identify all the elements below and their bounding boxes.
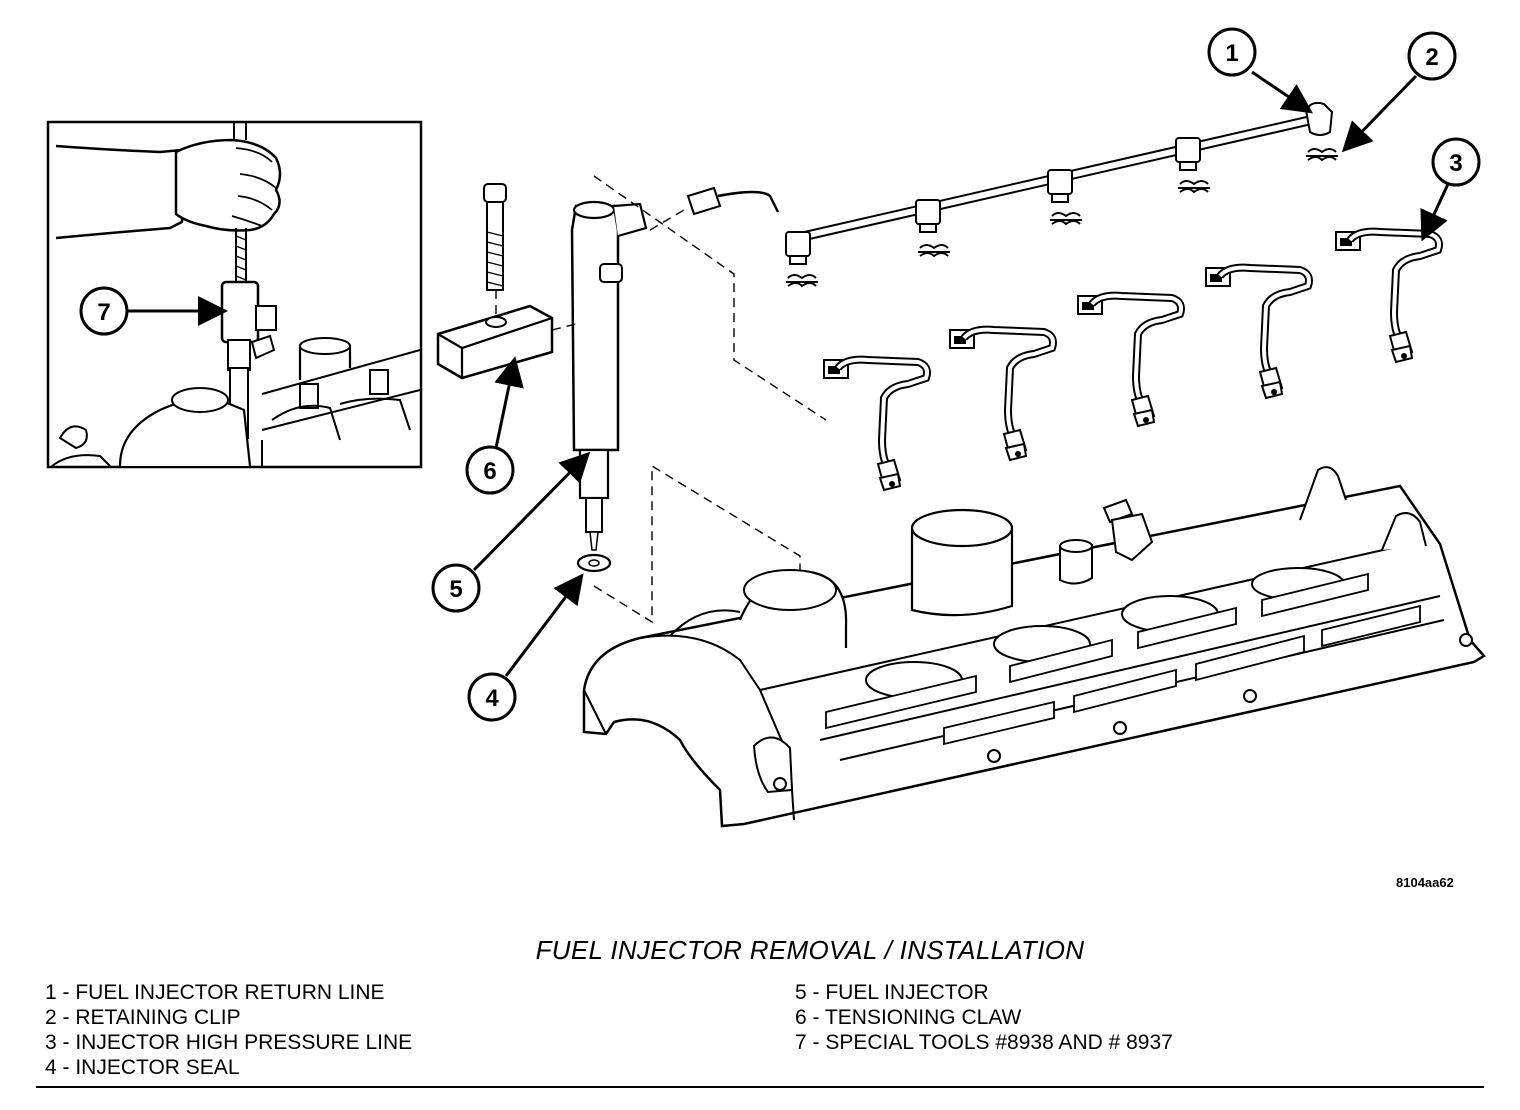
figure-title: FUEL INJECTOR REMOVAL / INSTALLATION [535, 935, 1085, 965]
callout-5-label: 5 [449, 576, 462, 603]
legend-item: 2 - RETAINING CLIP [45, 1006, 241, 1029]
fuel-injector [570, 200, 648, 573]
callout-2: 2 [1341, 31, 1457, 153]
callout-2-label: 2 [1425, 44, 1438, 71]
callout-1-label: 1 [1225, 40, 1238, 67]
legend-item: 3 - INJECTOR HIGH PRESSURE LINE [45, 1031, 413, 1054]
callout-1: 1 [1207, 27, 1313, 114]
injector-high-pressure-lines [824, 232, 1439, 490]
callout-5: 5 [431, 451, 591, 613]
legend-left: 1 - FUEL INJECTOR RETURN LINE 2 - RETAIN… [45, 980, 412, 1080]
legend-item: 5 - FUEL INJECTOR [795, 981, 989, 1004]
bottom-rule [36, 1086, 1484, 1088]
legend-item: 4 - INJECTOR SEAL [45, 1056, 240, 1079]
fuel-injector-return-line [785, 101, 1334, 265]
callout-6-label: 6 [483, 458, 496, 485]
inset-detail [46, 120, 423, 469]
callout-3: 3 [1420, 137, 1481, 242]
legend-item: 6 - TENSIONING CLAW [795, 1006, 1022, 1029]
legend-item: 1 - FUEL INJECTOR RETURN LINE [45, 981, 385, 1004]
callout-4-label: 4 [485, 685, 499, 712]
injector-diagram: 1 2 3 4 5 6 7 [46, 27, 1486, 828]
cylinder-head-cover [582, 466, 1486, 828]
legend-item: 7 - SPECIAL TOOLS #8938 AND # 8937 [795, 1031, 1173, 1054]
legend-right: 5 - FUEL INJECTOR 6 - TENSIONING CLAW 7 … [795, 980, 1173, 1055]
callout-7: 7 [79, 286, 228, 336]
callout-3-label: 3 [1449, 150, 1462, 177]
sensor-connector [686, 186, 780, 216]
callout-6: 6 [465, 356, 524, 495]
callout-7-label: 7 [97, 299, 110, 326]
callout-4: 4 [467, 573, 584, 722]
tensioning-claw [436, 183, 554, 380]
figure-id: 8104aa62 [1396, 875, 1454, 890]
